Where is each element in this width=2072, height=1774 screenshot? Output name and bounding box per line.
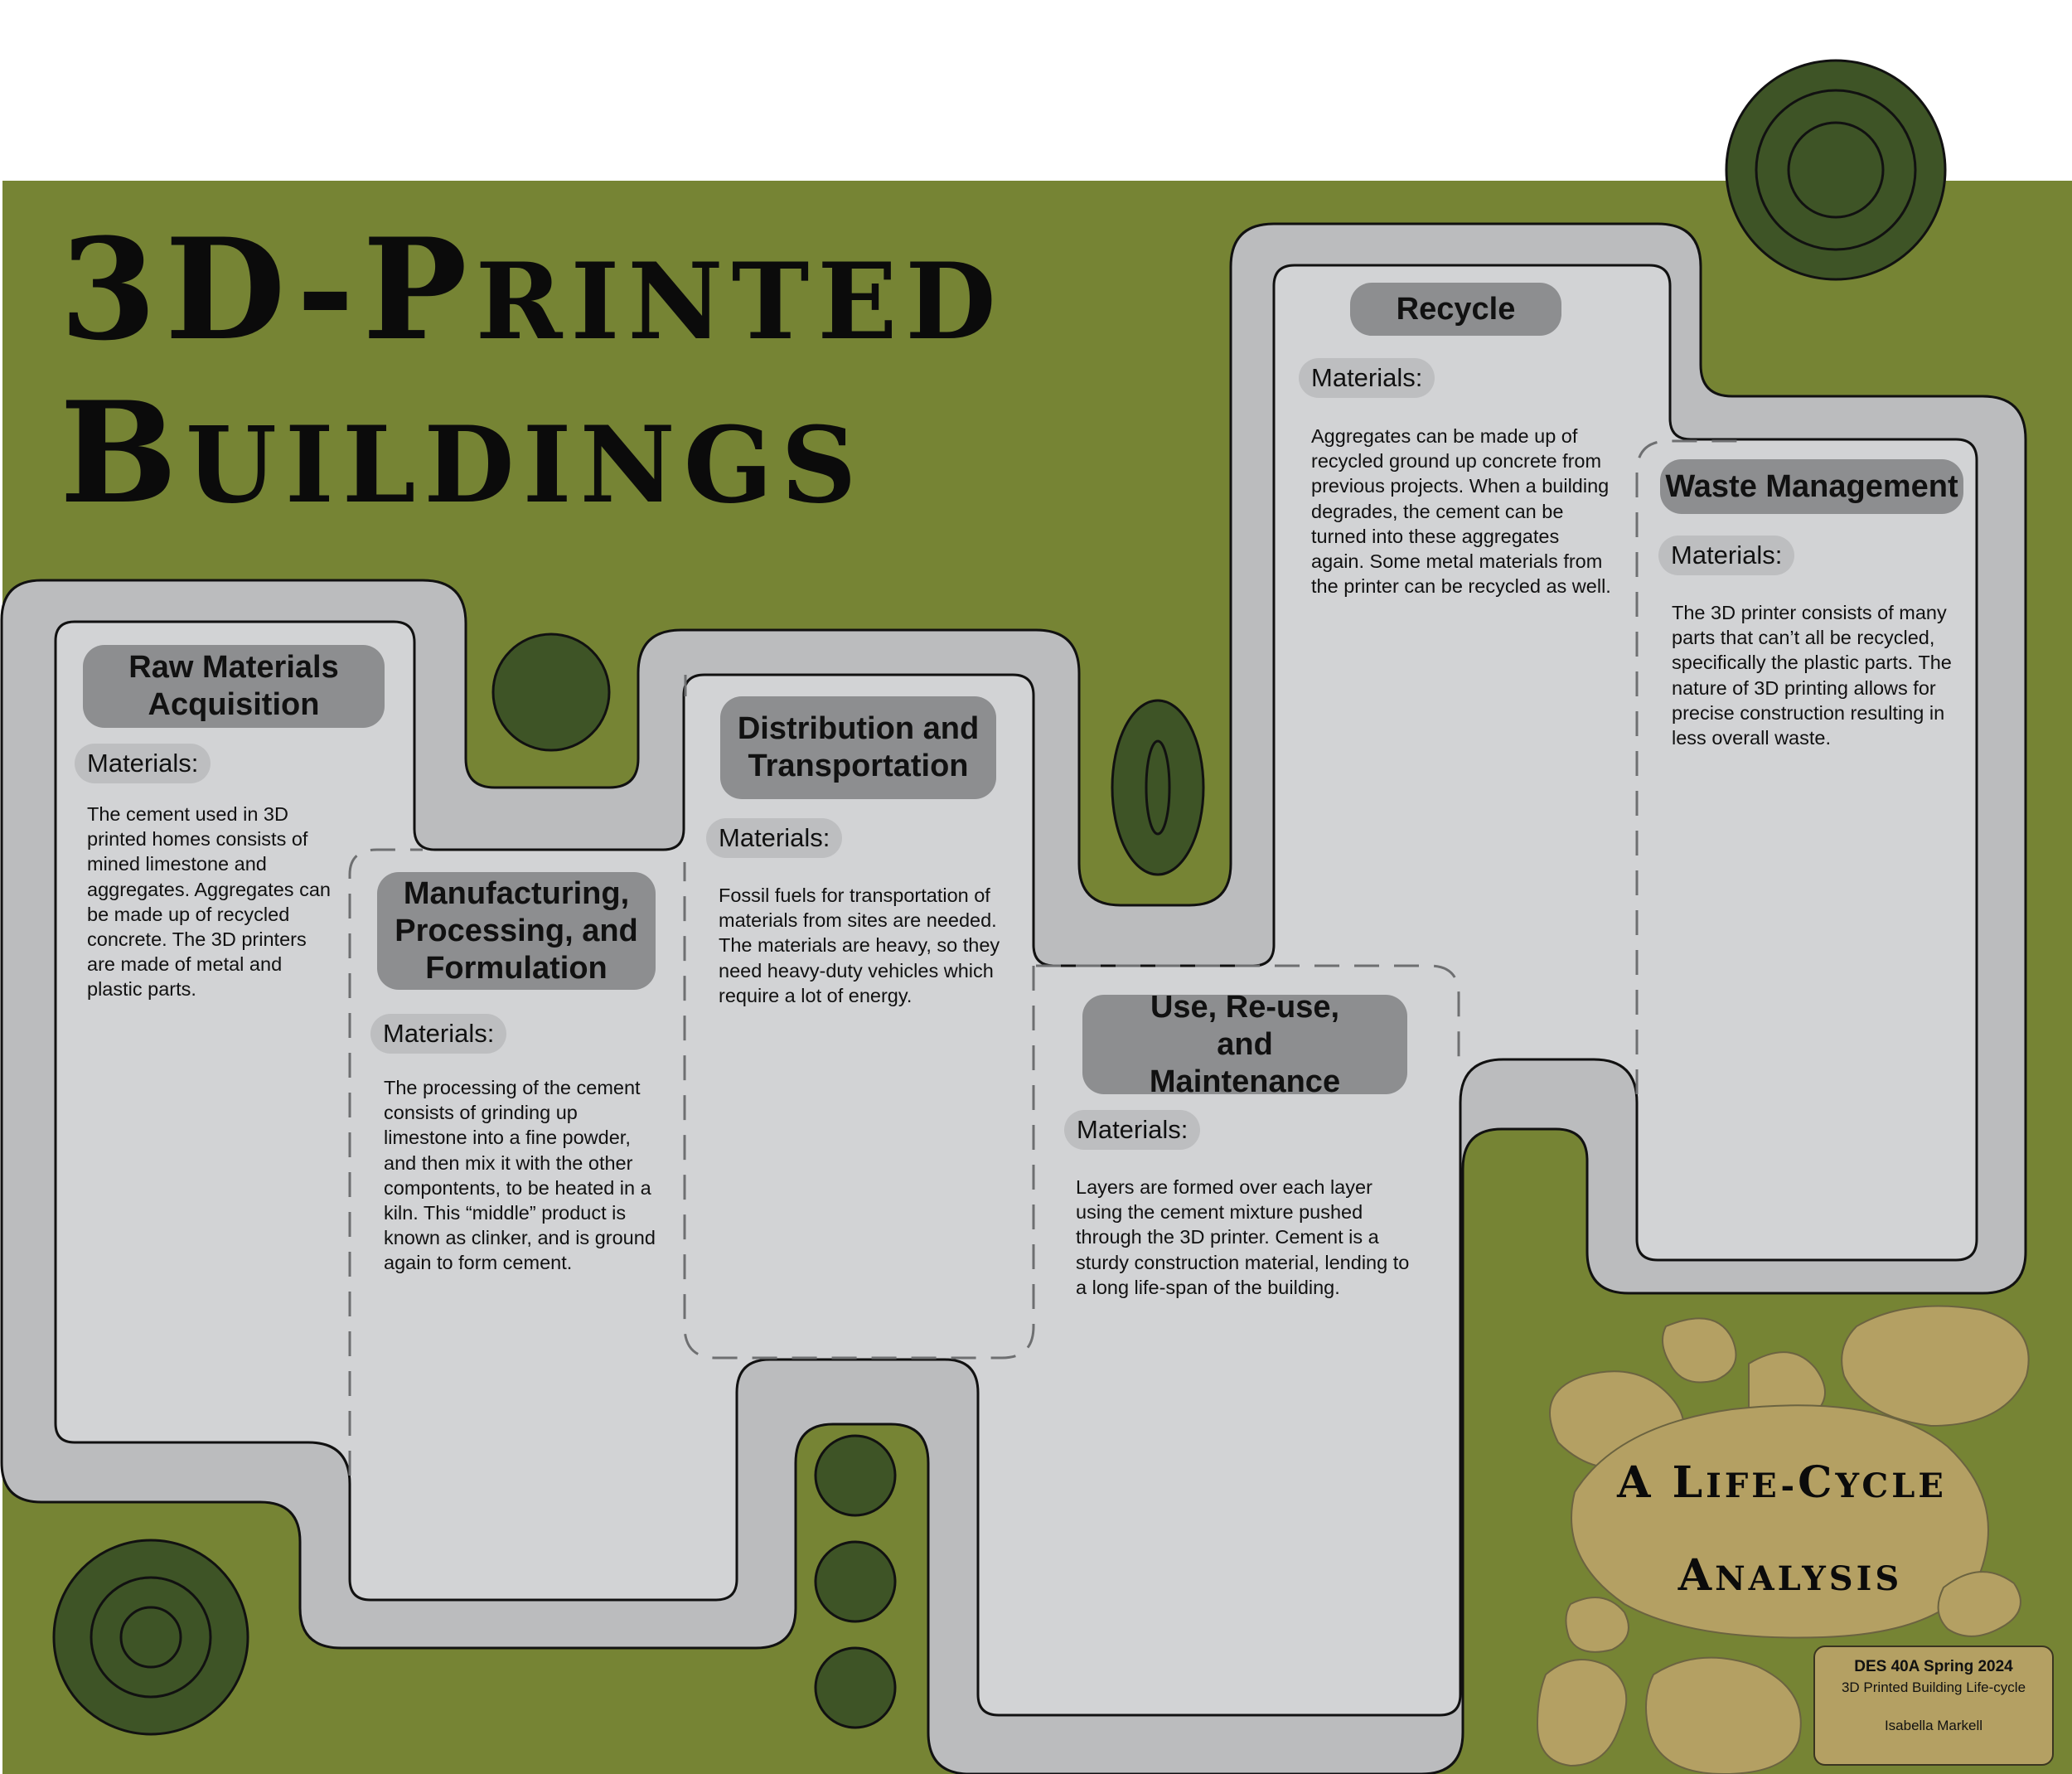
inner-panel [54, 264, 1978, 1717]
shrub-row-3 [814, 1646, 897, 1729]
stage-text-use: Layers are formed over each layer using … [1076, 1176, 1410, 1298]
subtitle-line-1-d: YCLE [1835, 1466, 1947, 1505]
subtitle-line-2-b: NALYSIS [1715, 1559, 1903, 1598]
stage-heading-distribution: Distribution and Transportation [720, 696, 996, 799]
credits-card: DES 40A Spring 2024 3D Printed Building … [1813, 1646, 2054, 1766]
stage-dividers [348, 439, 1749, 1476]
divider-use [1036, 964, 1460, 1057]
title-line-2-first: B [60, 371, 186, 535]
stone-2 [1662, 1317, 1737, 1384]
subtitle-line-1-a: A L [1617, 1457, 1706, 1508]
divider-waste [1635, 439, 1749, 1094]
subtitle-line-1-c: C [1798, 1457, 1836, 1508]
page-title-line-2: BUILDINGS [60, 383, 864, 522]
stage-text-distribution: Fossil fuels for transportation of mater… [719, 885, 1000, 1006]
divider-manufacturing [348, 848, 423, 1476]
divider-distribution [683, 675, 1035, 1360]
stone-5 [1565, 1597, 1629, 1653]
materials-label-manufacturing: Materials: [370, 1014, 507, 1054]
title-line-2-rest: UILDINGS [186, 404, 865, 526]
stage-text-raw-materials: The cement used in 3D printed homes cons… [87, 803, 331, 1001]
materials-label-waste: Materials: [1658, 536, 1795, 575]
subtitle-line-2-a: A [1677, 1550, 1716, 1601]
materials-label-raw-materials: Materials: [75, 744, 211, 783]
stage-text-recycle: Aggregates can be made up of recycled gr… [1311, 425, 1611, 598]
stage-heading-manufacturing: Manufacturing, Processing, and Formulati… [377, 872, 656, 990]
stone-4 [1841, 1305, 2030, 1427]
stage-text-manufacturing: The processing of the cement consists of… [384, 1077, 656, 1274]
stone-large [1571, 1404, 1989, 1639]
subtitle-line-1: A LIFE-CYCLE [1575, 1457, 1989, 1508]
stepping-stones [1536, 1305, 2030, 1774]
title-line-1-first: 3D-P [60, 207, 476, 371]
stage-heading-recycle: Recycle [1350, 283, 1561, 336]
shrub-row-2 [814, 1540, 897, 1623]
credits-author: Isabella Markell [1884, 1718, 1983, 1733]
stage-heading-use: Use, Re-use, and Maintenance [1082, 990, 1407, 1099]
materials-label-distribution: Materials: [706, 818, 843, 858]
stone-6 [1937, 1571, 2021, 1637]
subtitle-line-1-b: IFE- [1706, 1466, 1798, 1505]
stone-8 [1645, 1656, 1802, 1774]
stage-heading-waste: Waste Management [1660, 459, 1963, 514]
shrub-row-1 [814, 1434, 897, 1517]
stage-text-waste: The 3D printer consists of many parts th… [1672, 602, 1952, 749]
credits-course: DES 40A Spring 2024 [1854, 1658, 2013, 1675]
credits-project: 3D Printed Building Life-cycle [1841, 1679, 2026, 1695]
title-line-1-rest: RINTED [475, 240, 1005, 363]
tree-bottom-left [52, 1539, 249, 1736]
shrub-oval [1111, 699, 1205, 876]
subtitle-line-2: ANALYSIS [1583, 1550, 1997, 1601]
shrub-small [491, 633, 611, 752]
page-title-line-1: 3D-PRINTED [60, 220, 1005, 359]
stage-heading-raw-materials: Raw Materials Acquisition [83, 645, 385, 728]
materials-label-use: Materials: [1064, 1110, 1201, 1150]
materials-label-recycle: Materials: [1299, 358, 1435, 398]
tree-large-top-right [1725, 59, 1947, 281]
stone-7 [1536, 1659, 1628, 1767]
